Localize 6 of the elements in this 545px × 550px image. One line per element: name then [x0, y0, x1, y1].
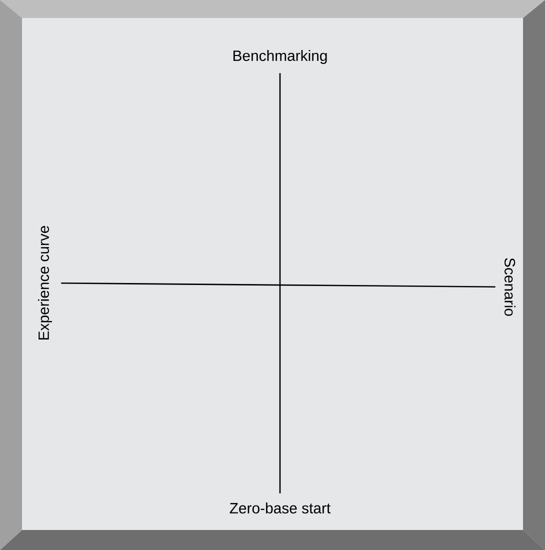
axis-label: Zero-base start — [230, 502, 331, 514]
axis-label: Experience curve — [38, 226, 52, 340]
axis-label: Benchmarking — [233, 50, 327, 64]
axis-line — [61, 282, 496, 288]
axis-line — [279, 73, 281, 494]
axis-label: Scenario — [504, 258, 516, 316]
